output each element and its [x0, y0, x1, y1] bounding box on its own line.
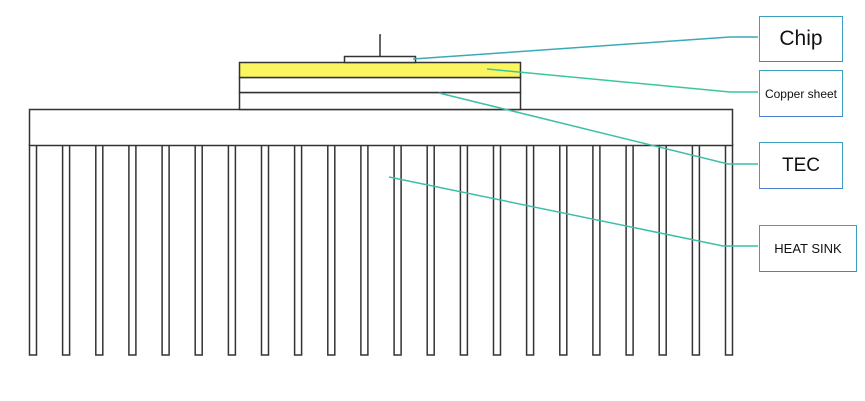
heat-sink-fin: [227, 144, 237, 356]
heat-sink-fins: [28, 144, 734, 356]
heat-sink-fin: [592, 144, 601, 356]
heat-sink-leader-line: [388, 176, 758, 247]
label-copper-sheet-text: Copper sheet: [764, 86, 838, 101]
heat-sink-fin: [194, 144, 203, 356]
heat-sink-fin: [459, 144, 469, 356]
heat-sink-fin: [625, 144, 634, 356]
heat-sink-base: [28, 108, 734, 147]
heat-sink-fin: [161, 144, 170, 356]
heat-sink-fin: [61, 144, 71, 356]
chip: [343, 55, 417, 64]
label-heat-sink: HEAT SINK: [759, 225, 857, 272]
label-chip: Chip: [759, 16, 843, 62]
heat-sink-fin: [724, 144, 734, 356]
heat-sink-fin: [293, 144, 303, 356]
heat-sink-fin: [492, 144, 502, 356]
heat-sink-fin: [393, 144, 402, 356]
heat-sink-fin: [426, 144, 435, 356]
heat-sink-fin: [260, 144, 270, 356]
tec-leader-line: [438, 92, 758, 165]
label-heat-sink-text: HEAT SINK: [774, 241, 842, 256]
copper-leader-line: [486, 68, 758, 93]
label-tec-text: TEC: [782, 154, 820, 176]
heat-sink-fin: [28, 144, 38, 356]
heat-sink-fin: [658, 144, 667, 356]
heat-sink-fin: [525, 144, 535, 356]
heat-sink-fin: [691, 144, 701, 356]
heat-sink-fin: [360, 144, 369, 356]
tec-top-layer: [238, 76, 522, 94]
label-tec: TEC: [759, 142, 843, 189]
chip-pin: [379, 34, 381, 56]
chip-leader-line: [412, 36, 758, 60]
heat-sink-fin: [327, 144, 336, 356]
copper-sheet: [238, 61, 522, 79]
heat-sink-fin: [128, 144, 137, 356]
label-chip-text: Chip: [779, 27, 823, 50]
heat-sink-fin: [559, 144, 568, 356]
heat-sink-fin: [95, 144, 104, 356]
label-copper-sheet: Copper sheet: [759, 70, 843, 117]
tec-layer: [238, 91, 522, 111]
